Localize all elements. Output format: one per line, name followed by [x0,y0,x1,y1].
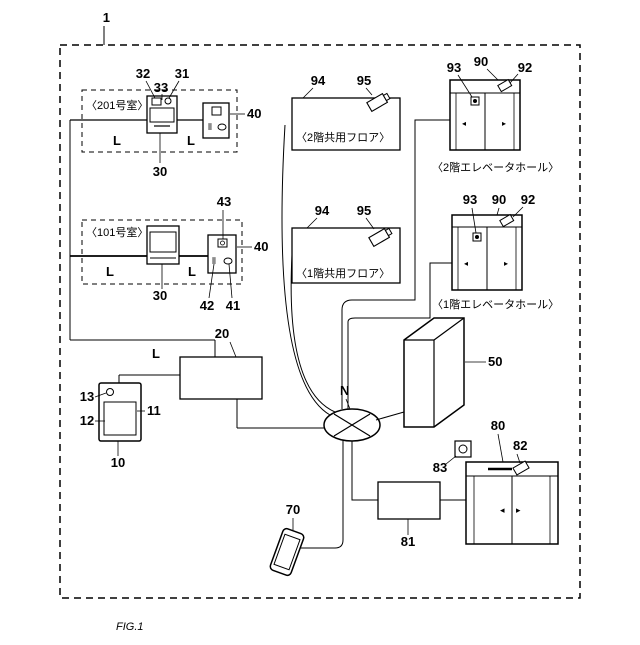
floor1-elevator-unit-number: 90 [492,192,506,207]
elevator-sensor-lens [459,445,467,453]
room-201-base-number: 30 [153,164,167,179]
elevator-arrow-left: ◂ [500,505,505,515]
floor2-elevator-panel-dot [473,99,477,103]
room-101-line-right-label: L [188,264,196,279]
floor1-elevator-leader-90 [497,208,499,215]
floor1-common-label: 〈1階共用フロア〉 [296,266,390,280]
control-device-leader [230,342,236,357]
room-201-door-camera-icon [212,107,221,115]
floor1-elevator-hall: ◂ ▸ 93 90 92 〈1階エレベータホール〉 [432,192,559,311]
room-101-door-button-icon [224,258,232,264]
room-201-base-display-icon [152,98,161,105]
room-101-camera-number: 43 [217,194,231,209]
room-201-line-left-label: L [113,133,121,148]
elevator-leader-83 [446,456,456,464]
floor2-elevator-arrow-left: ◂ [462,119,466,128]
room-201-line-right-label: L [187,133,195,148]
server: 50 [404,318,502,427]
management-terminal: 13 12 11 10 [80,383,161,470]
floor2-common: 〈2階共用フロア〉 94 95 [292,73,400,150]
elevator: ◂ ▸ 80 82 83 [433,418,558,544]
control-device-number: 20 [215,326,229,341]
room-201-display-number: 32 [136,66,150,81]
elevator-controller-box [378,482,440,519]
floor2-elevator-hall: ◂ ▸ 93 90 92 〈2階エレベータホール〉 [432,54,559,174]
floor2-common-leader-95 [366,88,372,95]
system-number: 1 [103,10,110,25]
floor2-common-frame-number: 94 [311,73,326,88]
floor1-elevator-arrow-left: ◂ [464,259,468,268]
terminal-body-number: 11 [147,403,161,418]
room-101-door-number: 40 [254,239,268,254]
floor2-common-label: 〈2階共用フロア〉 [296,130,390,144]
floor2-elevator-panel-number: 93 [447,60,461,75]
floor1-common-camera-number: 95 [357,203,371,218]
floor2-elevator-arrow-right: ▸ [502,119,506,128]
room-201-base-camera-icon [165,98,171,104]
figure-caption: FIG.1 [116,621,144,633]
elevator-leader-80 [498,434,503,462]
floor2-common-leader-94 [303,88,313,98]
floor1-elevator-panel-dot [475,235,479,239]
terminal-camera-number: 13 [80,389,94,404]
room-101-base-number: 30 [153,288,167,303]
room-101-door-camera-lens [221,241,225,245]
floor2-elevator-label: 〈2階エレベータホール〉 [432,160,559,174]
room-201-door-number: 40 [247,106,261,121]
terminal-screen [104,402,136,435]
floor1-common-leader-94 [307,218,317,228]
terminal-number: 10 [111,455,125,470]
floor1-elevator-panel-number: 93 [463,192,477,207]
control-device-box [180,357,262,399]
floor1-common: 〈1階共用フロア〉 94 95 [292,203,400,283]
floor2-elevator-leader-90 [487,69,498,80]
room-101: 〈101号室〉 30 ⦀ 43 40 42 41 L L [70,194,268,313]
elevator-controller: 81 [378,482,466,549]
room-101-button-number: 41 [226,298,240,313]
room-101-base-display [150,232,176,252]
elevator-camera-number: 82 [513,438,527,453]
floor2-common-camera-number: 95 [357,73,371,88]
room-201-base-display [150,108,174,122]
link-server [376,412,404,420]
floor2-elevator-camera-number: 92 [518,60,532,75]
server-number: 50 [488,354,502,369]
floor1-elevator-camera-number: 92 [521,192,535,207]
link-smartphone [300,440,343,548]
room-201-door-speaker-icon: ⦀ [208,122,212,132]
elevator-arrow-right: ▸ [516,505,521,515]
room-101-label: 〈101号室〉 [86,225,148,239]
smartphone-number: 70 [286,502,300,517]
smartphone: 70 [269,502,305,576]
room-201-camera-number: 31 [175,66,189,81]
elevator-controller-number: 81 [401,534,415,549]
room-201-label: 〈201号室〉 [86,98,148,112]
room-101-line-left-label: L [106,264,114,279]
floor2-elevator-unit-number: 90 [474,54,488,69]
control-line-label: L [152,346,160,361]
link-elevator-controller [352,441,378,500]
elevator-sensor-number: 83 [433,460,447,475]
terminal-screen-number: 12 [80,413,94,428]
elevator-number: 80 [491,418,505,433]
room-101-speaker-number: 42 [200,298,214,313]
floor1-common-frame-number: 94 [315,203,330,218]
room-201: 〈201号室〉 32 33 31 30 ⦀ 40 L L [70,66,261,179]
floor1-elevator-label: 〈1階エレベータホール〉 [432,297,559,311]
terminal-camera-icon [107,389,114,396]
network-hub: N [324,383,380,441]
floor1-elevator-arrow-right: ▸ [504,259,508,268]
room-201-button-number: 33 [154,80,168,95]
room-201-door-button-icon [218,124,226,130]
